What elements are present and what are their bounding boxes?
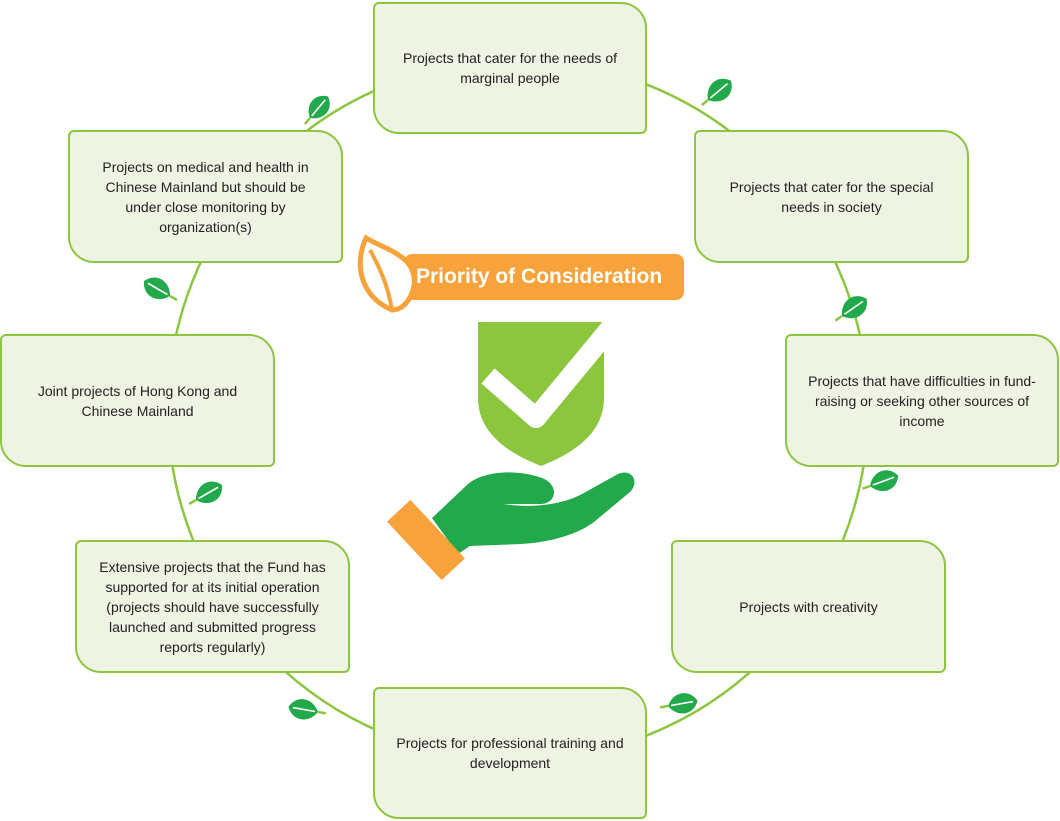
hand-icon [432,472,635,554]
leaf-outline-icon [357,234,417,313]
item-professional-training: Projects for professional training and d… [373,687,647,819]
item-marginal-people: Projects that cater for the needs of mar… [373,2,647,134]
leaf-icon [659,693,698,714]
leaf-icon [834,296,867,322]
leaf-icon [144,277,178,302]
item-extensive-projects: Extensive projects that the Fund has sup… [75,540,350,673]
leaf-icon [188,481,222,506]
leaf-icon [288,699,327,720]
item-creativity: Projects with creativity [671,540,946,673]
item-special-needs: Projects that cater for the special need… [694,130,969,263]
leaf-icon [862,470,899,492]
cuff-icon [387,499,465,581]
item-fund-raising-difficulties: Projects that have difficulties in fund-… [785,334,1059,467]
leaf-icon [303,95,330,125]
item-medical-health: Projects on medical and health in Chines… [68,130,343,263]
diagram-title: Priority of Consideration [416,265,663,288]
item-joint-projects: Joint projects of Hong Kong and Chinese … [0,334,275,467]
checkmark-icon [481,319,620,428]
shield-icon [478,322,604,466]
title-banner: Priority of Consideration [404,254,684,300]
leaf-icon [701,78,732,107]
ring-leaves [144,78,899,720]
shield-check-hand-icon [387,319,635,581]
